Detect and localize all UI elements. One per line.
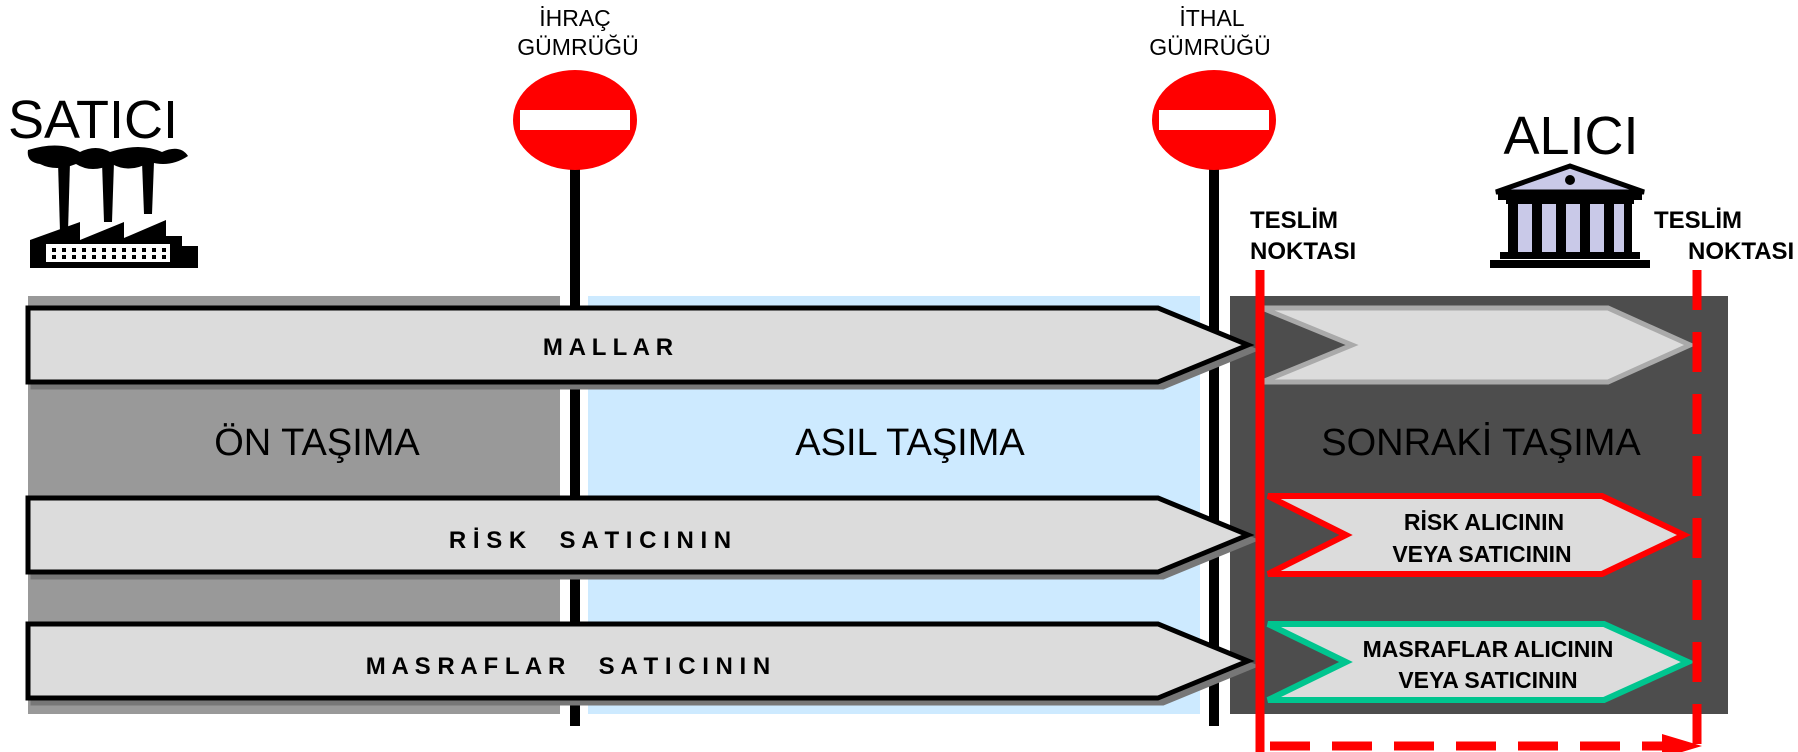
costs-arrow: M A S R A F L A R S A T I C I N I N	[25, 621, 1255, 701]
delivery-point-left-line2: NOKTASI	[1250, 238, 1356, 265]
on-carriage-label: SONRAKİ TAŞIMA	[1321, 421, 1641, 464]
goods-after-arrow	[1261, 305, 1697, 385]
goods-arrow-label: M A L L A R	[543, 334, 673, 361]
export-stop-sign-icon	[513, 70, 637, 170]
factory-icon	[27, 145, 198, 268]
costs-after-label-line2: VEYA SATICININ	[1398, 667, 1577, 693]
delivery-point-left-line1: TESLİM	[1250, 207, 1338, 234]
costs-arrow-label: M A S R A F L A R S A T I C I N I N	[366, 653, 770, 680]
seller-title: SATICI	[8, 90, 178, 150]
costs-after-label-line1: MASRAFLAR ALICININ	[1363, 636, 1614, 662]
delivery-point-right-line1: TESLİM	[1654, 207, 1742, 234]
goods-arrow: M A L L A R	[25, 305, 1255, 385]
risk-after-label-line2: VEYA SATICININ	[1392, 541, 1571, 567]
import-stop-sign-icon	[1152, 70, 1276, 170]
main-carriage-label: ASIL TAŞIMA	[795, 422, 1025, 464]
costs-after-arrow: MASRAFLAR ALICININ VEYA SATICININ	[1266, 621, 1696, 703]
delivery-point-right-line2: NOKTASI	[1688, 238, 1794, 265]
risk-after-arrow: RİSK ALICININ VEYA SATICININ	[1266, 493, 1691, 577]
buyer-title: ALICI	[1503, 106, 1638, 166]
import-customs-label-line1: İTHAL	[1179, 5, 1244, 31]
export-customs-label-line2: GÜMRÜĞÜ	[517, 34, 638, 60]
bank-icon	[1490, 163, 1650, 268]
export-customs-label-line1: İHRAÇ	[539, 5, 611, 31]
risk-arrow: R İ S K S A T I C I N I N	[25, 495, 1255, 575]
pre-carriage-label: ÖN TAŞIMA	[214, 422, 420, 464]
risk-arrow-label: R İ S K S A T I C I N I N	[449, 527, 731, 554]
risk-after-label-line1: RİSK ALICININ	[1404, 509, 1564, 535]
delivery-range-arrow	[1270, 734, 1702, 752]
import-customs-label-line2: GÜMRÜĞÜ	[1149, 34, 1270, 60]
